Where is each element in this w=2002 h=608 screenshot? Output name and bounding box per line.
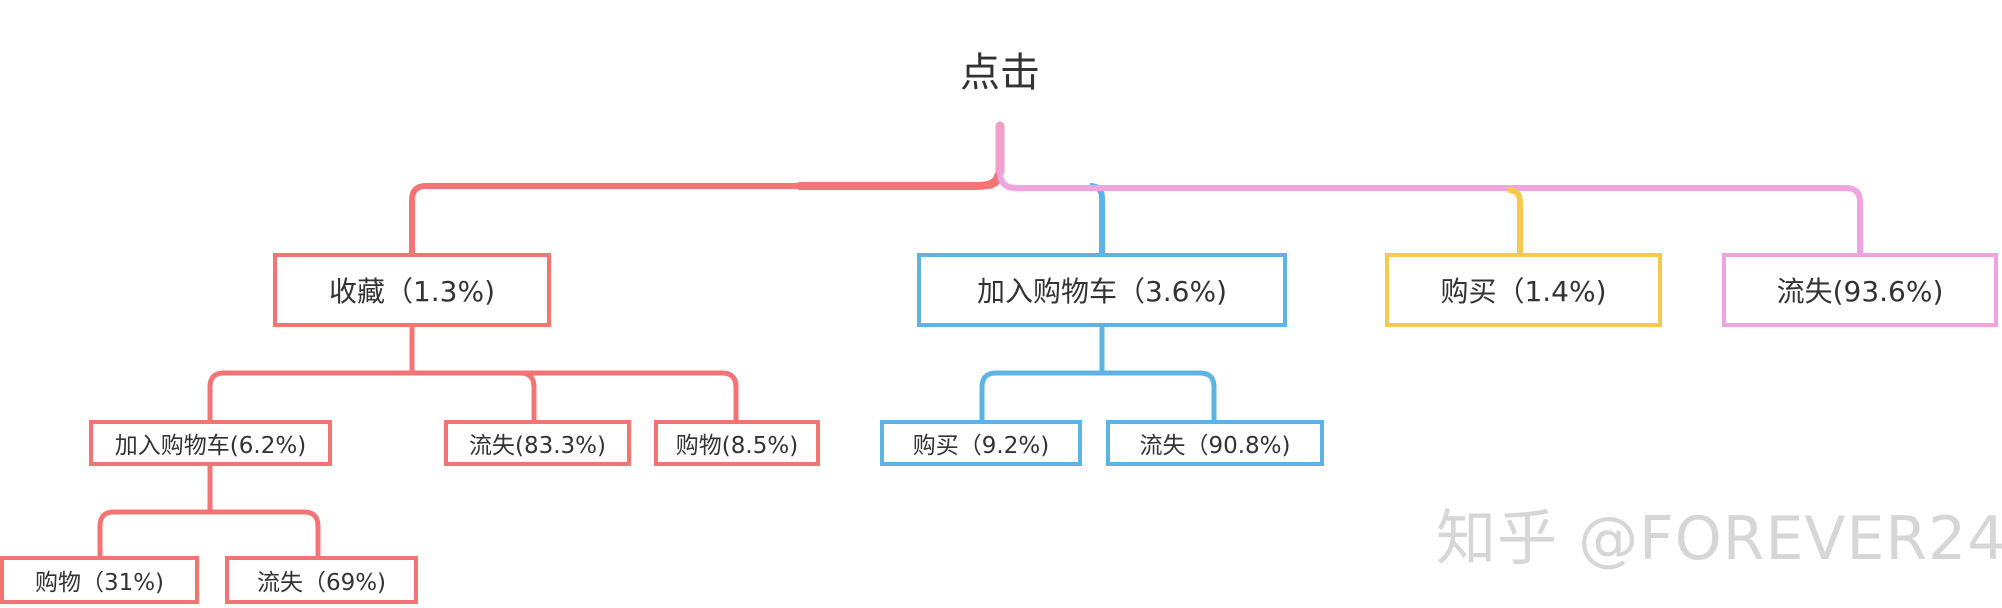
connector-root-favorite-thick xyxy=(796,172,1002,190)
node-churn: 流失(93.6%) xyxy=(1722,253,1998,327)
connector-favcart-to-buy xyxy=(97,509,210,556)
node-fav-cart-buy: 购物（31%) xyxy=(0,556,199,604)
connector-favorite-to-churn xyxy=(412,370,537,420)
connector-favcart-to-churn xyxy=(210,509,321,556)
watermark: 知乎 @FOREVER24 xyxy=(1436,504,2002,574)
node-fav-cart-churn: 流失（69%) xyxy=(225,556,418,604)
connector-addcart-to-buy xyxy=(979,370,1102,420)
node-fav-add-cart: 加入购物车(6.2%) xyxy=(89,420,332,466)
connector-root-churn xyxy=(997,169,1863,256)
connector-addcart-to-churn xyxy=(1102,370,1217,420)
connector-root-buy xyxy=(1507,187,1523,253)
node-cart-churn: 流失（90.8%) xyxy=(1106,420,1324,466)
node-fav-churn: 流失(83.3%) xyxy=(444,420,631,466)
node-favorite: 收藏（1.3%) xyxy=(273,253,551,327)
connector-favorite-to-buy xyxy=(520,370,739,420)
node-cart-buy: 购买（9.2%) xyxy=(880,420,1082,466)
node-fav-buy: 购物(8.5%) xyxy=(654,420,820,466)
node-add-cart: 加入购物车（3.6%) xyxy=(917,253,1287,327)
connector-favorite-to-addcart xyxy=(207,370,412,420)
connector-root-addcart xyxy=(1089,183,1105,253)
root-node: 点击 xyxy=(960,50,1040,96)
node-buy: 购买（1.4%) xyxy=(1385,253,1662,327)
